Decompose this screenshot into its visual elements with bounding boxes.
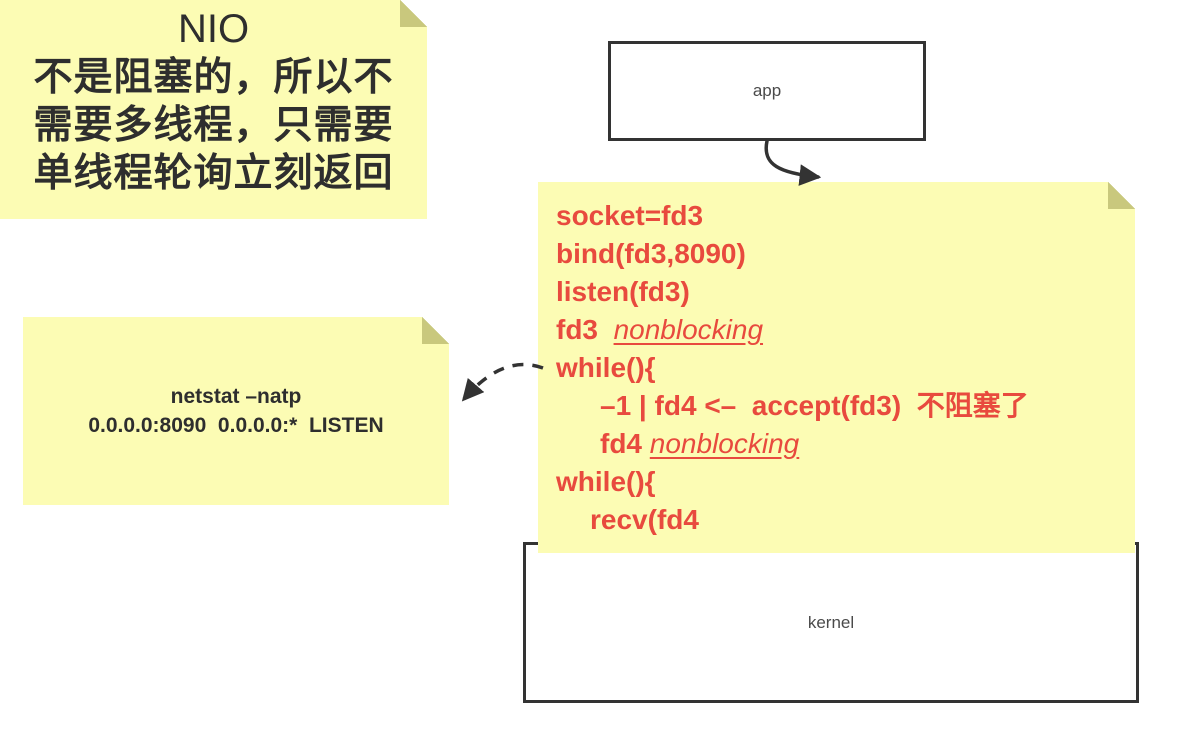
code-note: socket=fd3 bind(fd3,8090) listen(fd3) fd… — [538, 182, 1135, 553]
netstat-note: netstat –natp 0.0.0.0:8090 0.0.0.0:* LIS… — [23, 317, 449, 505]
nio-note-line: 不是阻塞的，所以不 — [33, 56, 394, 99]
code-line-while-2: while(){ — [556, 466, 656, 497]
nio-note-line: 需要多线程，只需要 — [33, 104, 394, 147]
app-label: app — [752, 81, 782, 100]
code-line-recv: recv(fd4 — [590, 504, 699, 535]
code-line-socket: socket=fd3 — [556, 200, 704, 231]
code-line-bind: bind(fd3,8090) — [556, 238, 746, 269]
code-line-fd3-nonblocking: fd3 nonblocking — [556, 314, 764, 345]
code-to-netstat-dashed-arrow — [461, 362, 544, 402]
nio-note-line: 单线程轮询立刻返回 — [33, 152, 394, 195]
code-line-accept: –1 | fd4 <– accept(fd3) 不阻塞了 — [600, 390, 1029, 421]
app-to-code-arrow — [764, 139, 822, 186]
kernel-label: kernel — [807, 612, 855, 632]
folded-corner-icon — [400, 0, 427, 27]
nio-note: NIO 不是阻塞的，所以不 需要多线程，只需要 单线程轮询立刻返回 — [0, 0, 427, 219]
folded-corner-icon — [422, 317, 449, 344]
nio-note-title: NIO — [177, 7, 250, 51]
netstat-output: 0.0.0.0:8090 0.0.0.0:* LISTEN — [88, 414, 384, 437]
app-box: app — [608, 41, 926, 141]
folded-corner-icon — [1108, 182, 1135, 209]
code-line-listen: listen(fd3) — [556, 276, 690, 307]
netstat-command: netstat –natp — [170, 385, 302, 408]
code-line-while-1: while(){ — [556, 352, 656, 383]
code-line-fd4-nonblocking: fd4 nonblocking — [600, 428, 800, 459]
kernel-box: kernel — [523, 542, 1139, 703]
